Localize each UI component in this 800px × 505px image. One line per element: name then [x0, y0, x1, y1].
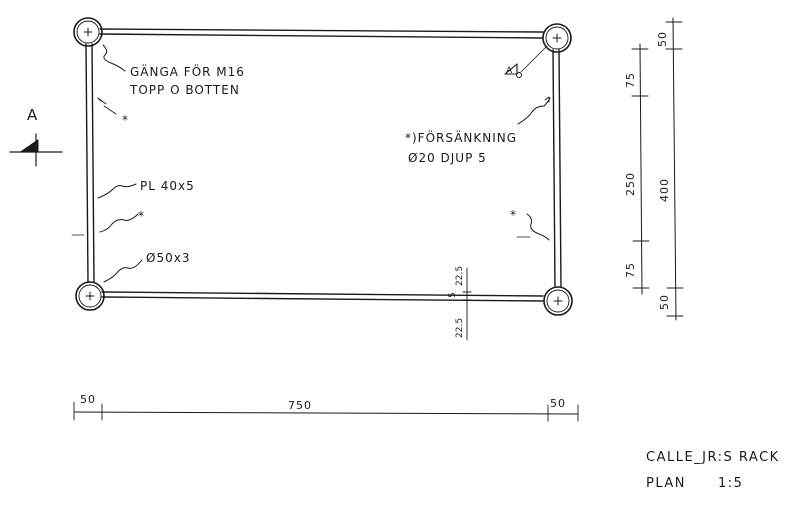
dim-v-outer-bottom: 50 [658, 294, 671, 310]
vertical-dimension-chain-inner: 75 250 75 [624, 43, 650, 295]
dim-v-inner-top: 75 [624, 72, 637, 88]
corner-tube-top-right [542, 23, 572, 53]
dim-v-inner-middle: 250 [624, 172, 637, 196]
vertical-dimension-chain-outer: 50 400 50 [656, 17, 684, 321]
drawing-scale: 1:5 [718, 476, 743, 491]
dim-h-right: 50 [550, 397, 566, 410]
tube-note: Ø50x3 [103, 251, 190, 283]
right-asterisk-note: * [510, 208, 550, 241]
dim-h-left: 50 [80, 393, 96, 406]
frame-right-plate [552, 49, 562, 288]
tube-label: Ø50x3 [146, 251, 190, 265]
right-asterisk: * [510, 208, 517, 222]
offset-lower: 22.5 [455, 318, 465, 338]
dim-h-middle: 750 [288, 399, 312, 412]
thread-note-asterisk: * [122, 113, 129, 127]
corner-tube-top-left [73, 17, 103, 47]
offset-upper: 22.5 [455, 266, 465, 286]
frame-top-plate [99, 28, 544, 39]
thread-note-line2: TOPP O BOTTEN [129, 83, 240, 97]
section-marker-label: A [27, 106, 38, 124]
plate-offset-dimensions: 22.5 5 22.5 [448, 266, 472, 341]
dim-v-outer-top: 50 [656, 31, 669, 47]
dim-v-inner-bottom: 75 [624, 262, 637, 278]
plate-asterisk: * [138, 209, 145, 223]
frame-bottom-plate [101, 291, 544, 302]
countersink-line2: Ø20 DJUP 5 [408, 151, 487, 165]
triangle-marker: A [504, 45, 548, 78]
horizontal-dimension-chain: 50 750 50 [73, 393, 579, 422]
rack-frame [71, 28, 562, 302]
title-block: CALLE_JR:S RACK PLAN 1:5 [646, 450, 780, 491]
plate-label: PL 40x5 [140, 179, 195, 193]
section-marker-triangle [20, 139, 39, 152]
triangle-marker-label: A [506, 66, 513, 76]
thread-note-line1: GÄNGA FÖR M16 [130, 63, 245, 79]
corner-tube-bottom-right [543, 286, 573, 316]
thread-note: GÄNGA FÖR M16 TOPP O BOTTEN * [97, 44, 245, 127]
frame-left-plate [85, 43, 95, 283]
countersink-line1: *)FÖRSÄNKNING [405, 129, 517, 145]
dim-v-outer-middle: 400 [658, 178, 671, 202]
countersink-note: *)FÖRSÄNKNING Ø20 DJUP 5 [405, 96, 551, 165]
corner-tube-bottom-left [75, 281, 105, 311]
drawing-view: PLAN [646, 476, 686, 491]
drawing-title: CALLE_JR:S RACK [646, 450, 780, 465]
offset-middle: 5 [448, 292, 458, 298]
plate-note: PL 40x5 * [97, 179, 195, 233]
section-marker-a: A [9, 106, 63, 167]
